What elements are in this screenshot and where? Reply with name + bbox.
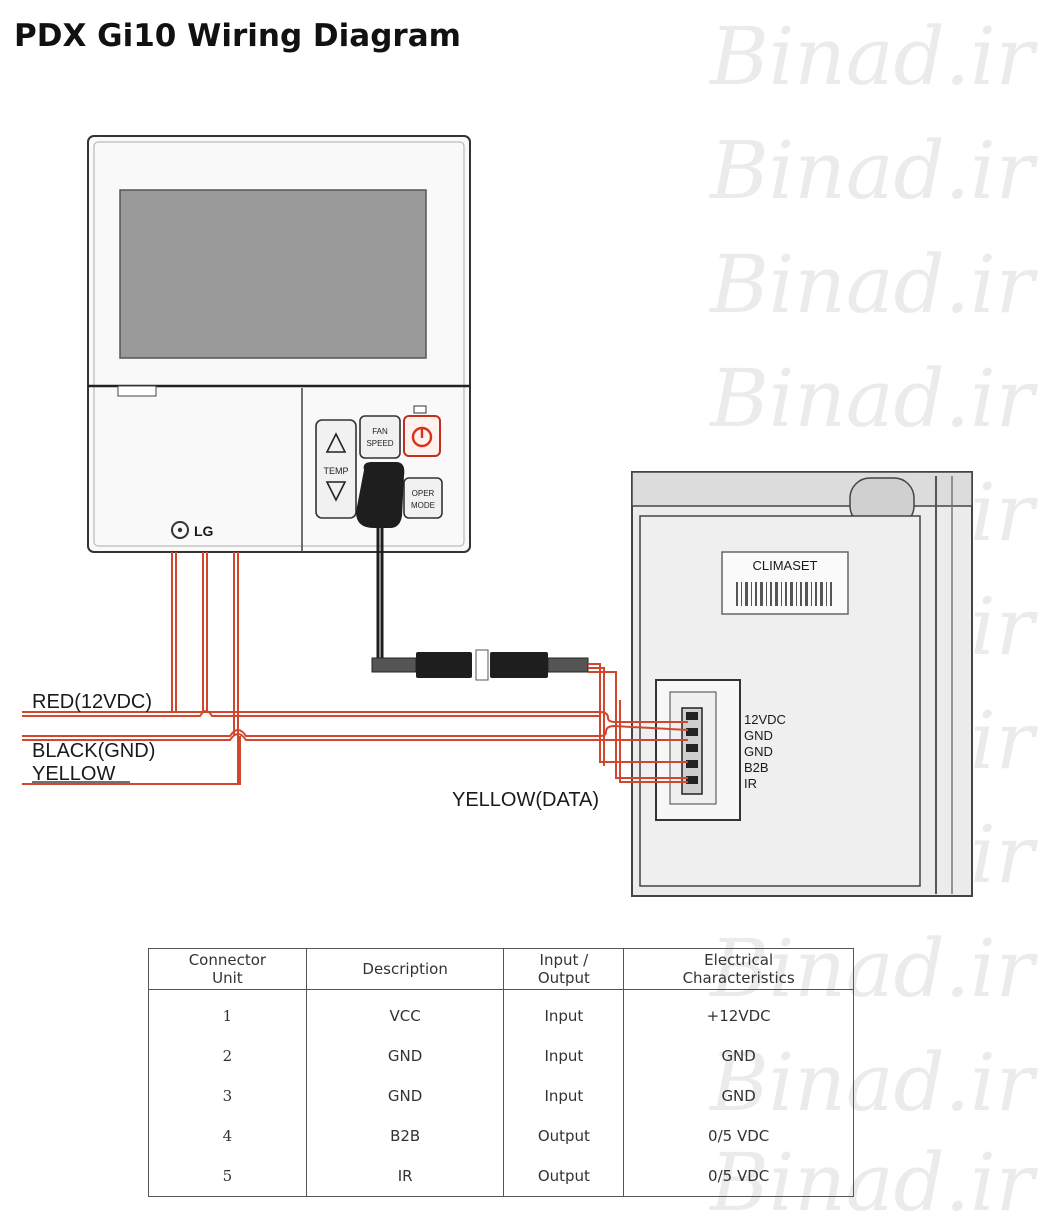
controller-wires (22, 552, 689, 785)
lg-controller: LG TEMP FAN SPEED OPER MODE (87, 135, 471, 553)
cell-description: B2B (305, 1116, 505, 1156)
cell-electrical: 0/5 VDC (623, 1156, 854, 1197)
terminal-pin (686, 744, 698, 752)
cell-electrical: 0/5 VDC (623, 1116, 854, 1156)
terminal-pin (686, 776, 698, 784)
power-button[interactable] (403, 415, 441, 457)
cell-connector: 1 (148, 989, 307, 1036)
cell-description: GND (305, 1036, 505, 1076)
header-description: Description (305, 948, 505, 990)
data-connector-plug (371, 649, 589, 681)
cell-connector: 4 (148, 1116, 307, 1156)
terminal-label-5: IR (744, 776, 757, 791)
oper-mode-label-line2: MODE (411, 501, 435, 510)
module-brand-label: CLIMASET (752, 558, 817, 573)
cell-connector: 2 (148, 1036, 307, 1076)
wire-label-yellow: YELLOW (32, 763, 115, 785)
table-row: 2 GND Input GND (148, 1036, 854, 1076)
terminal-label-4: B2B (744, 760, 769, 775)
header-input-output: Input /Output (503, 948, 625, 990)
oper-mode-label-line1: OPER (412, 489, 435, 498)
cable-grommet (356, 462, 405, 528)
brand-label: LG (194, 523, 214, 539)
terminal-label-3: GND (744, 744, 773, 759)
fan-speed-button[interactable]: FAN SPEED (359, 415, 401, 459)
temp-button[interactable]: TEMP (315, 419, 357, 519)
cell-description: IR (305, 1156, 505, 1197)
wire-label-black: BLACK(GND) (32, 740, 155, 762)
cell-electrical: GND (623, 1036, 854, 1076)
table-row: 3 GND Input GND (148, 1076, 854, 1116)
terminal-pin (686, 728, 698, 736)
cell-io: Input (503, 1036, 625, 1076)
cell-io: Input (503, 1076, 625, 1116)
terminal-pin (686, 760, 698, 768)
wire-label-red: RED(12VDC) (32, 691, 152, 713)
cell-electrical: +12VDC (623, 989, 854, 1036)
temp-down-icon (325, 481, 347, 502)
fan-speed-label-line2: SPEED (366, 439, 393, 448)
cell-connector: 5 (148, 1156, 307, 1197)
barcode-icon (736, 582, 832, 606)
cell-io: Input (503, 989, 625, 1036)
ir-receiver (117, 385, 157, 397)
table-row: 5 IR Output 0/5 VDC (148, 1156, 854, 1197)
table-row: 4 B2B Output 0/5 VDC (148, 1116, 854, 1156)
cell-electrical: GND (623, 1076, 854, 1116)
page-title: PDX Gi10 Wiring Diagram (14, 18, 461, 54)
temp-label: TEMP (323, 466, 348, 476)
fan-speed-label-line1: FAN (372, 427, 388, 436)
lg-logo: LG (171, 521, 214, 539)
wire-label-data: YELLOW(DATA) (452, 789, 599, 811)
oper-mode-button[interactable]: OPER MODE (403, 477, 443, 519)
terminal-label-2: GND (744, 728, 773, 743)
cell-description: VCC (305, 989, 505, 1036)
terminal-label-1: 12VDC (744, 712, 786, 727)
cell-io: Output (503, 1156, 625, 1197)
cell-connector: 3 (148, 1076, 307, 1116)
cell-description: GND (305, 1076, 505, 1116)
table-row: 1 VCC Input +12VDC (148, 989, 854, 1036)
temp-up-icon (325, 432, 347, 453)
climaset-module: CLIMASET 12VDC GND GND B2B IR (631, 471, 973, 897)
wiring-diagram: LG TEMP FAN SPEED OPER MODE (22, 135, 973, 897)
cell-io: Output (503, 1116, 625, 1156)
lcd-screen (119, 189, 427, 359)
terminal-pin (686, 712, 698, 720)
